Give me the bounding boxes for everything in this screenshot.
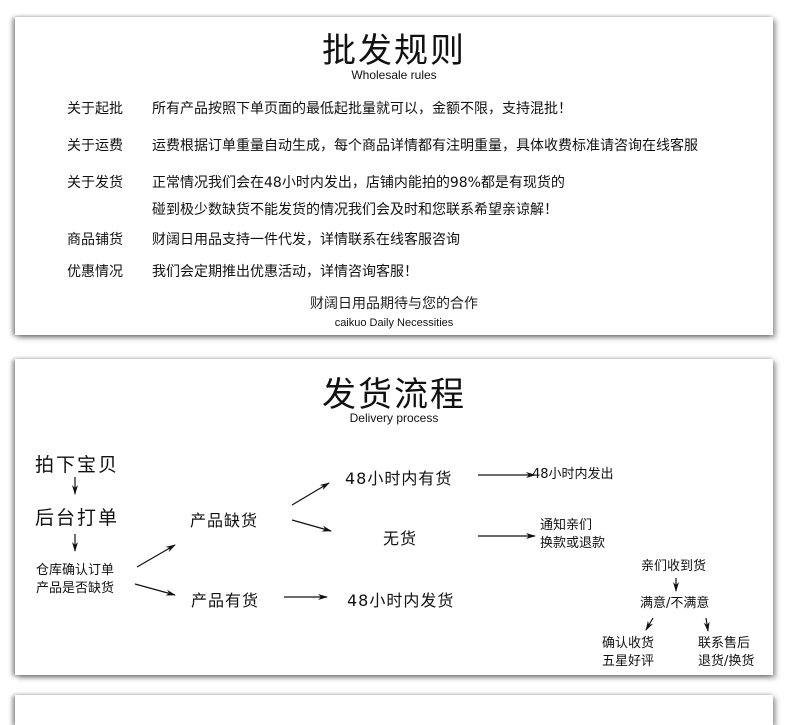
step-notify: 通知亲们 换款或退款 bbox=[540, 517, 605, 553]
next-section-card bbox=[15, 695, 773, 725]
step-after-sales-line2: 退货/换货 bbox=[698, 654, 755, 669]
rule-text: 正常情况我们会在48小时内发出，店铺内能拍的98%都是有现货的 bbox=[152, 175, 565, 191]
delivery-process-title: 发货流程 bbox=[322, 375, 466, 415]
rule-label: 关于运费 bbox=[67, 138, 123, 154]
step-place-order: 拍下宝贝 bbox=[35, 454, 120, 476]
wholesale-rules-title: 批发规则 bbox=[322, 31, 466, 71]
brand-name: caikuo Daily Necessities bbox=[334, 317, 454, 329]
step-warehouse-confirm-line1: 仓库确认订单 bbox=[36, 563, 115, 578]
step-backend-print: 后台打单 bbox=[35, 507, 120, 529]
step-after-sales-line1: 联系售后 bbox=[698, 636, 751, 651]
wholesale-rules-card: 批发规则 Wholesale rules 关于起批 所有产品按照下单页面的最低起… bbox=[15, 17, 773, 335]
step-confirm-receipt: 确认收货 五星好评 bbox=[602, 635, 654, 671]
rule-text: 我们会定期推出优惠活动，详情咨询客服！ bbox=[152, 264, 418, 280]
step-no-stock: 无货 bbox=[383, 529, 418, 548]
flow-arrows bbox=[72, 472, 710, 632]
step-confirm-line2: 五星好评 bbox=[602, 654, 655, 669]
step-received: 亲们收到货 bbox=[641, 559, 707, 574]
rule-text: 财阔日用品支持一件代发，详情联系在线客服咨询 bbox=[152, 232, 460, 248]
rule-text: 碰到极少数缺货不能发货的情况我们会及时和您联系希望亲谅解！ bbox=[152, 202, 558, 218]
step-notify-line1: 通知亲们 bbox=[540, 518, 593, 533]
rule-text: 所有产品按照下单页面的最低起批量就可以，金额不限，支持混批！ bbox=[152, 101, 572, 117]
step-in-stock: 产品有货 bbox=[191, 591, 260, 610]
wholesale-rules-subtitle: Wholesale rules bbox=[351, 68, 437, 82]
step-warehouse-confirm: 仓库确认订单 产品是否缺货 bbox=[36, 562, 114, 598]
step-out-of-stock: 产品缺货 bbox=[190, 511, 259, 530]
step-satisfied: 满意/不满意 bbox=[640, 596, 710, 611]
rule-label: 优惠情况 bbox=[67, 264, 123, 280]
delivery-process-subtitle: Delivery process bbox=[349, 411, 439, 425]
step-ship-48h-out: 48小时内发出 bbox=[532, 467, 614, 482]
rule-label: 关于发货 bbox=[67, 175, 123, 191]
step-warehouse-confirm-line2: 产品是否缺货 bbox=[36, 581, 115, 596]
step-after-sales: 联系售后 退货/换货 bbox=[698, 635, 754, 671]
rule-text: 运费根据订单重量自动生成，每个商品详情都有注明重量，具体收费标准请咨询在线客服 bbox=[152, 138, 698, 154]
closing-message: 财阔日用品期待与您的合作 bbox=[310, 296, 478, 312]
delivery-process-card: 发货流程 Delivery process bbox=[15, 359, 773, 675]
step-ship-48h: 48小时内发货 bbox=[347, 591, 455, 610]
rule-label: 关于起批 bbox=[67, 101, 123, 117]
step-restock-48h: 48小时内有货 bbox=[345, 469, 453, 488]
step-notify-line2: 换款或退款 bbox=[540, 536, 606, 551]
rule-label: 商品铺货 bbox=[67, 232, 123, 248]
step-confirm-line1: 确认收货 bbox=[602, 636, 655, 651]
